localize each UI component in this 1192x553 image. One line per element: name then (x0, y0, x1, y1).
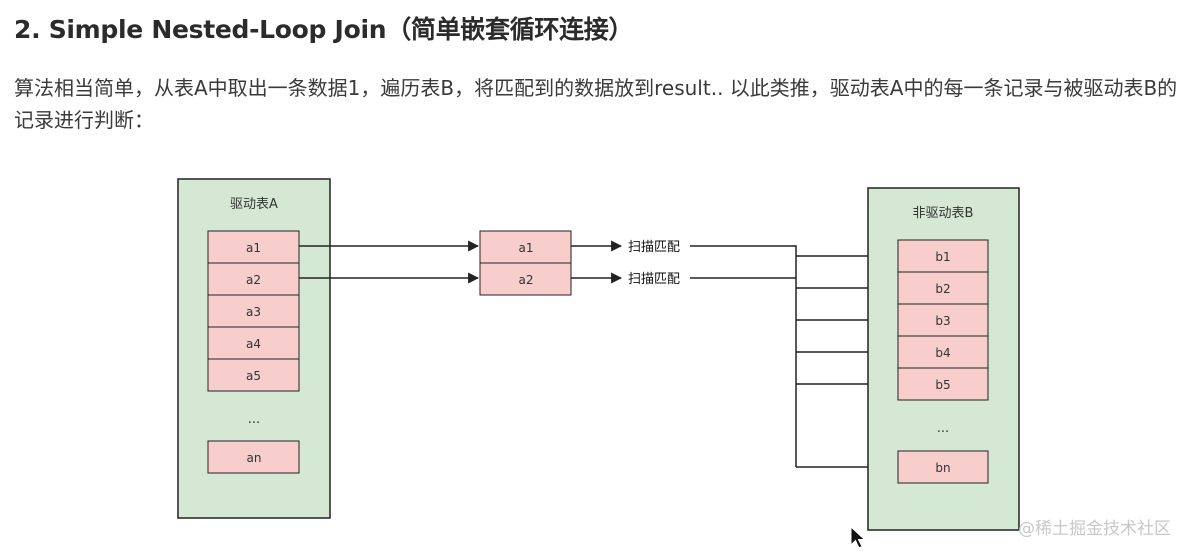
middle-row-a2-label: a2 (519, 273, 534, 287)
mouse-cursor-icon (850, 526, 866, 549)
description-paragraph: 算法相当简单，从表A中取出一条数据1，遍历表B，将匹配到的数据放到result.… (14, 76, 1178, 132)
table-b-row-label: b4 (935, 346, 950, 360)
table-a-row-label: a4 (246, 337, 261, 351)
middle-row-a2 (479, 262, 572, 296)
middle-row-a1 (479, 230, 572, 264)
table-b-row-bn (897, 450, 989, 484)
middle-row-a1-label: a1 (519, 241, 534, 255)
driving-table-a: 驱动表A a1 a2 a3 a4 a5 ... an (177, 178, 331, 519)
table-b-row-label: b1 (935, 250, 950, 264)
section-heading: 2. Simple Nested-Loop Join（简单嵌套循环连接） (14, 15, 634, 44)
watermark: @稀土掘金技术社区 (1018, 519, 1171, 539)
table-b-row (897, 239, 989, 273)
current-rows: a1 a2 (479, 230, 572, 296)
table-b-row (897, 335, 989, 369)
table-a-row-label: a1 (246, 241, 261, 255)
table-a-row-label: a3 (246, 305, 261, 319)
table-b-row (897, 367, 989, 401)
table-b-title: 非驱动表B (913, 206, 974, 221)
table-a-row-label: a2 (246, 273, 261, 287)
scan-match-label-1: 扫描匹配 (628, 240, 680, 255)
table-a-ellipsis: ... (248, 412, 260, 427)
table-b-ellipsis: ... (937, 421, 949, 436)
table-b-row-bn-label: bn (935, 461, 950, 475)
connector-scan-1 (690, 245, 797, 467)
table-a-title: 驱动表A (230, 197, 278, 212)
scan-match-label-2: 扫描匹配 (628, 272, 680, 287)
table-a-row-an (207, 440, 300, 474)
table-b-row (897, 303, 989, 337)
table-b-row (897, 271, 989, 305)
driven-table-b: 非驱动表B b1 b2 b3 b4 b5 ... bn (867, 187, 1020, 531)
table-b-row-label: b5 (935, 378, 950, 392)
table-b-row-label: b2 (935, 282, 950, 296)
table-a-row-label: a5 (246, 369, 261, 383)
table-b-row-label: b3 (935, 314, 950, 328)
table-a-row (207, 358, 300, 392)
table-a-row-an-label: an (247, 451, 262, 465)
